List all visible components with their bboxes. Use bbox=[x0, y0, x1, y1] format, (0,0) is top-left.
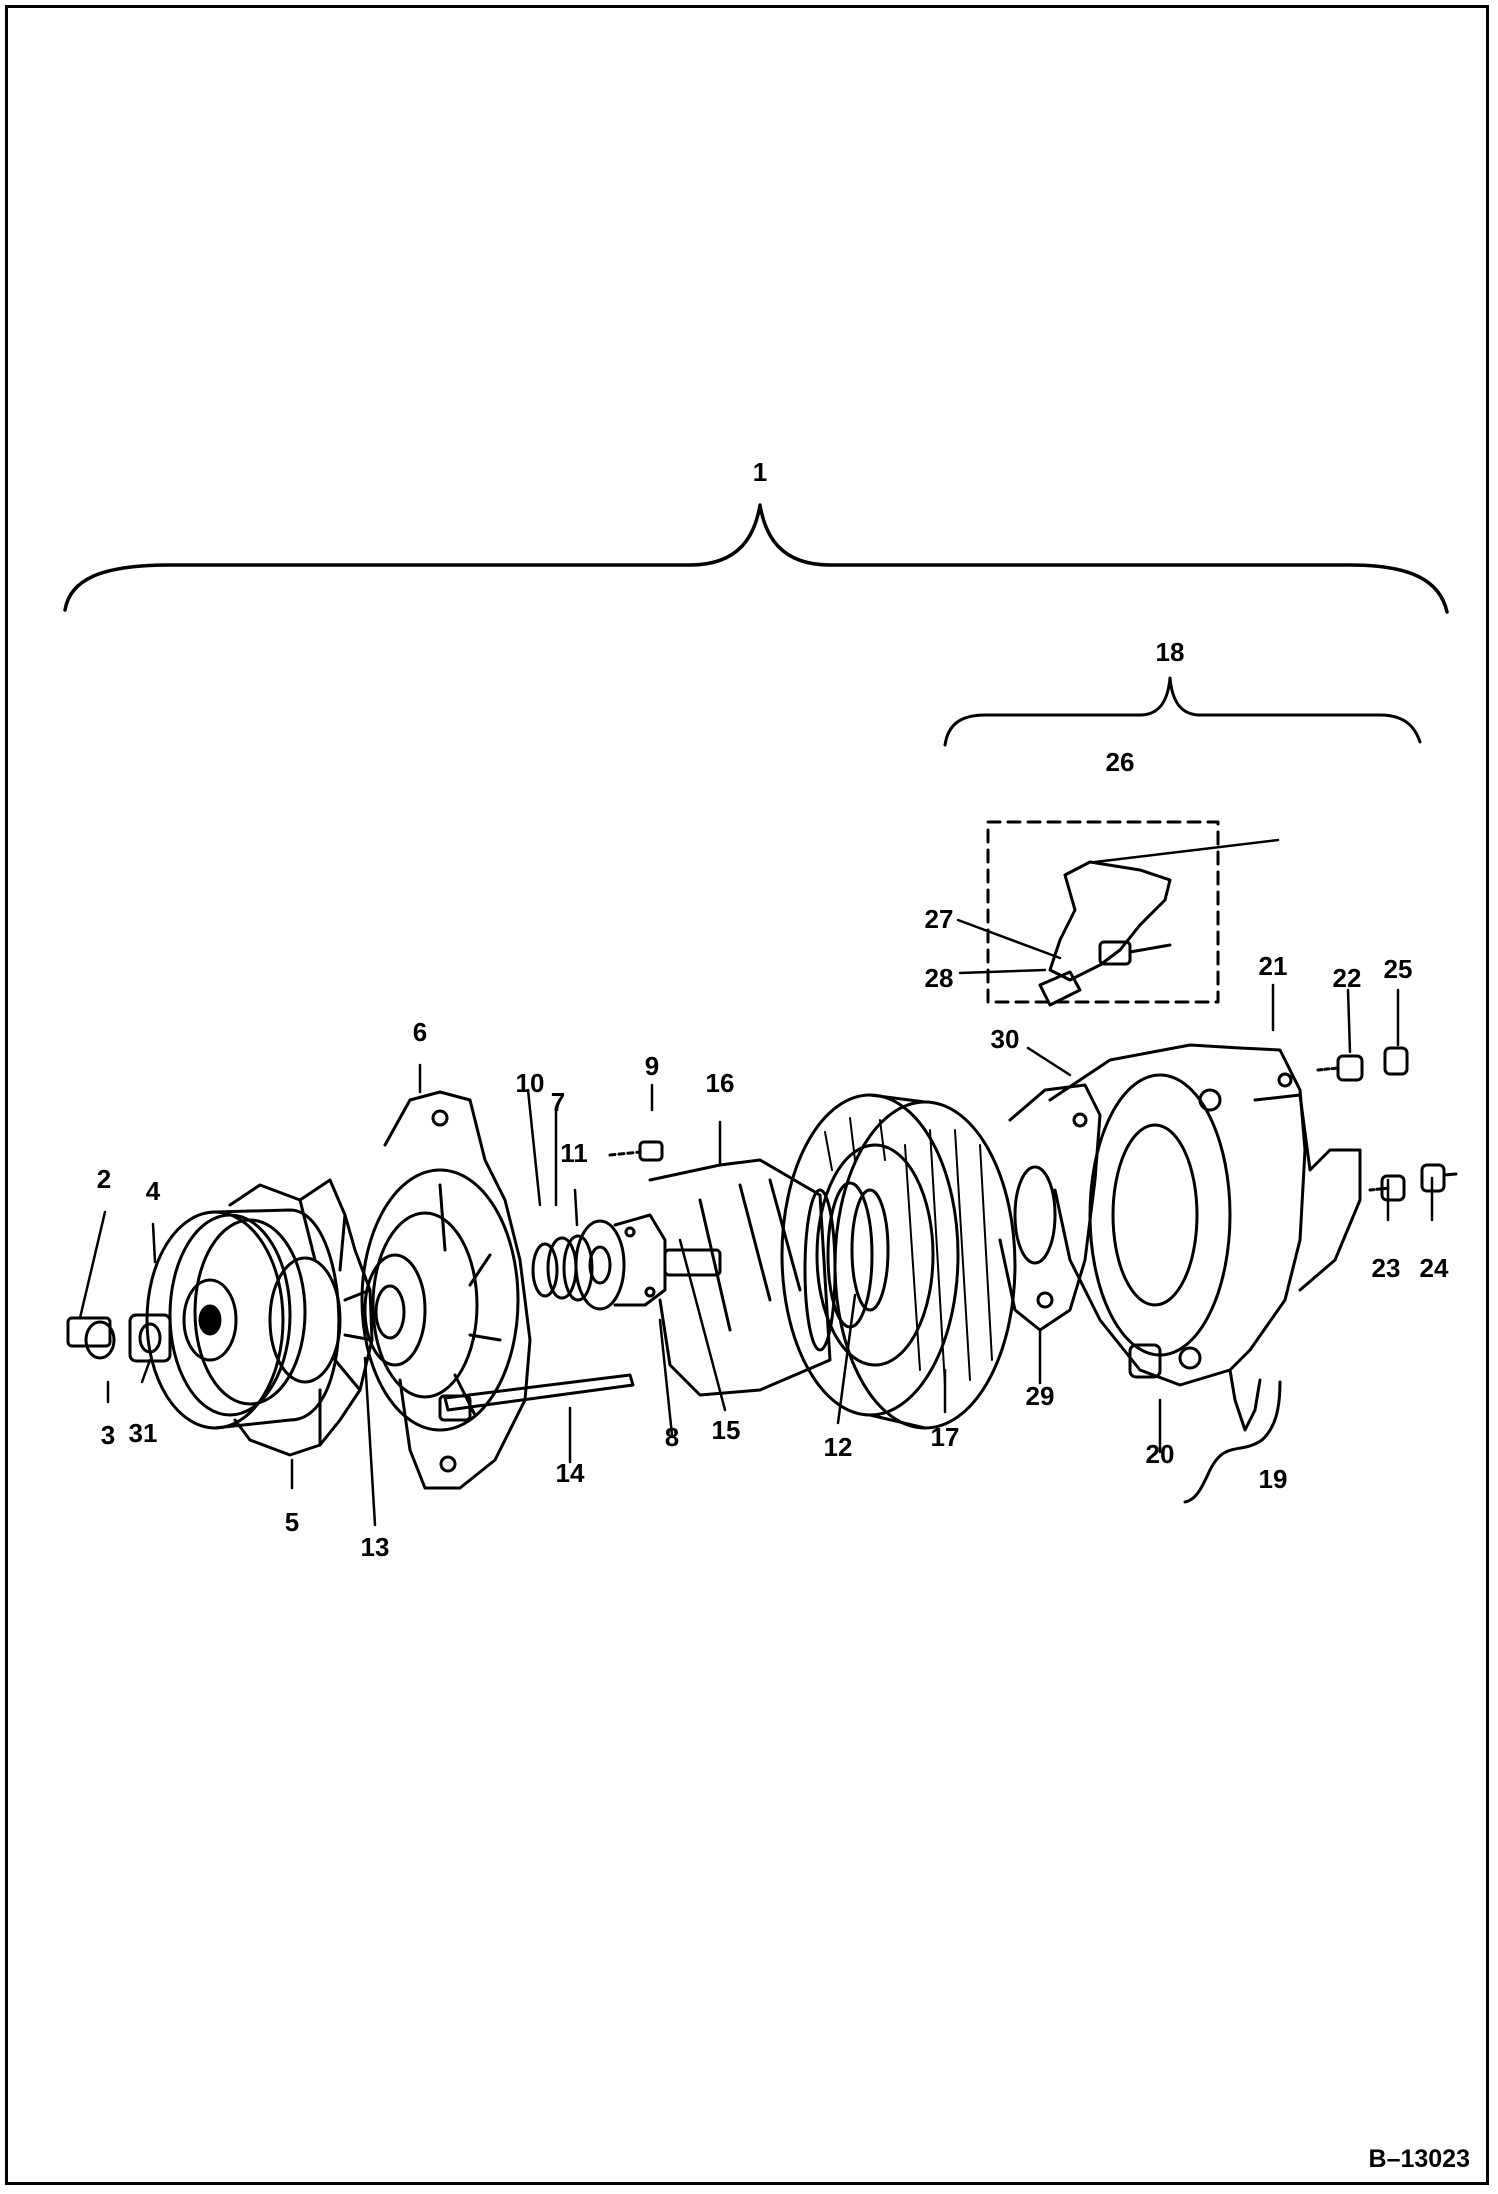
callout-7: 7 bbox=[550, 1087, 566, 1117]
page-border bbox=[5, 5, 1489, 2185]
front-housing bbox=[360, 1090, 532, 1490]
callout-21: 21 bbox=[1258, 951, 1288, 981]
assembly-brace bbox=[63, 503, 1449, 614]
callout-22: 22 bbox=[1332, 963, 1362, 993]
callout-25: 25 bbox=[1383, 954, 1413, 984]
callout-5: 5 bbox=[284, 1507, 300, 1537]
callout-8: 8 bbox=[664, 1422, 680, 1452]
callout-24: 24 bbox=[1419, 1253, 1449, 1283]
callout-17: 17 bbox=[930, 1422, 960, 1452]
callout-26: 26 bbox=[1105, 747, 1135, 777]
through-bolts bbox=[438, 1373, 635, 1422]
cooling-fan bbox=[228, 1178, 374, 1457]
callout-6: 6 bbox=[412, 1017, 428, 1047]
callout-18: 18 bbox=[1155, 637, 1185, 667]
callout-23: 23 bbox=[1371, 1253, 1401, 1283]
pulley-nut-washer bbox=[66, 1313, 172, 1363]
subassembly-brace-19 bbox=[1183, 1380, 1282, 1504]
callout-31: 31 bbox=[128, 1418, 158, 1448]
rear-housing bbox=[1048, 1043, 1362, 1432]
terminal-nuts bbox=[1316, 1046, 1458, 1202]
callout-2: 2 bbox=[96, 1164, 112, 1194]
brush-holder bbox=[1038, 860, 1172, 1007]
callout-27: 27 bbox=[924, 904, 954, 934]
subassembly-brace-18 bbox=[943, 676, 1422, 747]
callout-10: 10 bbox=[515, 1068, 545, 1098]
callout-28: 28 bbox=[924, 963, 954, 993]
callout-16: 16 bbox=[705, 1068, 735, 1098]
callout-15: 15 bbox=[711, 1415, 741, 1445]
callout-1: 1 bbox=[752, 457, 768, 487]
callout-9: 9 bbox=[644, 1051, 660, 1081]
stator bbox=[780, 1093, 1017, 1430]
bearing-and-spacers bbox=[531, 1213, 667, 1311]
callout-29: 29 bbox=[1025, 1381, 1055, 1411]
brush-holder-dashed-box bbox=[986, 820, 1220, 1004]
callout-30: 30 bbox=[990, 1024, 1020, 1054]
callout-14: 14 bbox=[555, 1458, 585, 1488]
callout-19: 19 bbox=[1258, 1464, 1288, 1494]
callout-4: 4 bbox=[145, 1176, 161, 1206]
leader-lines bbox=[78, 838, 1434, 1527]
callout-11: 11 bbox=[560, 1138, 588, 1168]
callout-13: 13 bbox=[360, 1532, 390, 1562]
document-number: B–13023 bbox=[1368, 2145, 1470, 2173]
callout-3: 3 bbox=[100, 1420, 116, 1450]
callout-20: 20 bbox=[1145, 1439, 1175, 1469]
callout-12: 12 bbox=[823, 1432, 853, 1462]
retainer-screw bbox=[608, 1140, 664, 1162]
